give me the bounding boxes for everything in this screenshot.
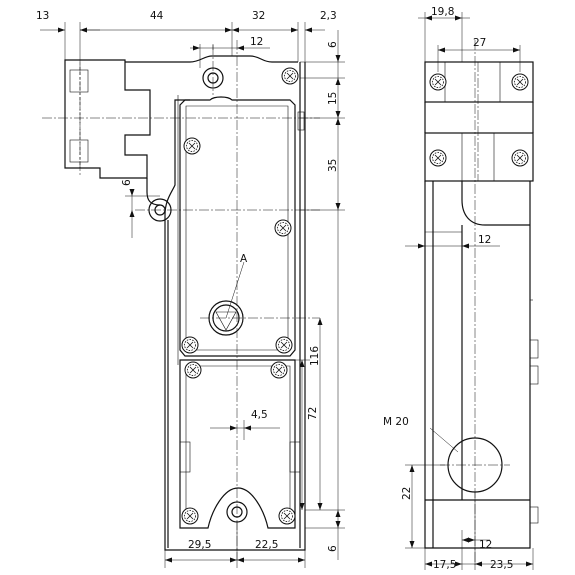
dim-23-5: 23,5 [490,559,513,571]
screw [181,507,199,525]
dim-13: 13 [36,10,49,22]
dim-12-top: 12 [250,36,263,48]
screw [183,137,201,155]
lower-cover-panel [179,359,296,529]
screw [511,73,529,91]
front-dimensions [40,22,345,568]
dim-15: 15 [327,92,339,105]
screw [275,336,293,354]
dim-6-top: 6 [327,41,339,48]
dim-6-bottom: 6 [327,545,339,552]
dim-72: 72 [307,407,319,420]
side-body-outline [424,181,531,549]
dim-22-5: 22,5 [255,539,278,551]
actuator-slot-lower [69,139,89,163]
dimension-labels: 13 44 32 2,3 12 4,5 29,5 22,5 6 15 35 11… [36,6,513,571]
dim-27: 27 [473,37,486,49]
front-view [42,40,320,560]
actuator-slot-upper [69,69,89,93]
screw [429,149,447,167]
dim-35: 35 [327,159,339,172]
upper-cover-panel [179,96,296,357]
dim-12-side: 12 [478,234,491,246]
screw [181,336,199,354]
dim-17-5: 17,5 [433,559,456,571]
actuator-head-outline [64,59,151,179]
screw [281,67,299,85]
screw [511,149,529,167]
head-arm [125,55,298,63]
dim-29-5: 29,5 [188,539,211,551]
dim-22-side: 22 [401,487,413,500]
side-dimensions [405,12,534,570]
screw [274,219,292,237]
screw [270,361,288,379]
dim-116: 116 [309,346,321,366]
side-view [424,40,539,565]
screw [429,73,447,91]
dim-4-5: 4,5 [251,409,268,421]
detail-a-label: A [240,253,248,265]
screw [278,507,296,525]
screw [184,361,202,379]
dim-44: 44 [150,10,164,22]
dim-2-3: 2,3 [320,10,337,22]
dim-6-left: 6 [121,179,133,186]
dim-32: 32 [252,10,265,22]
dim-12-bottom: 12 [479,539,492,551]
housing-outline [164,62,306,551]
dim-19-8: 19,8 [431,6,454,18]
thread-label: M 20 [383,416,409,428]
